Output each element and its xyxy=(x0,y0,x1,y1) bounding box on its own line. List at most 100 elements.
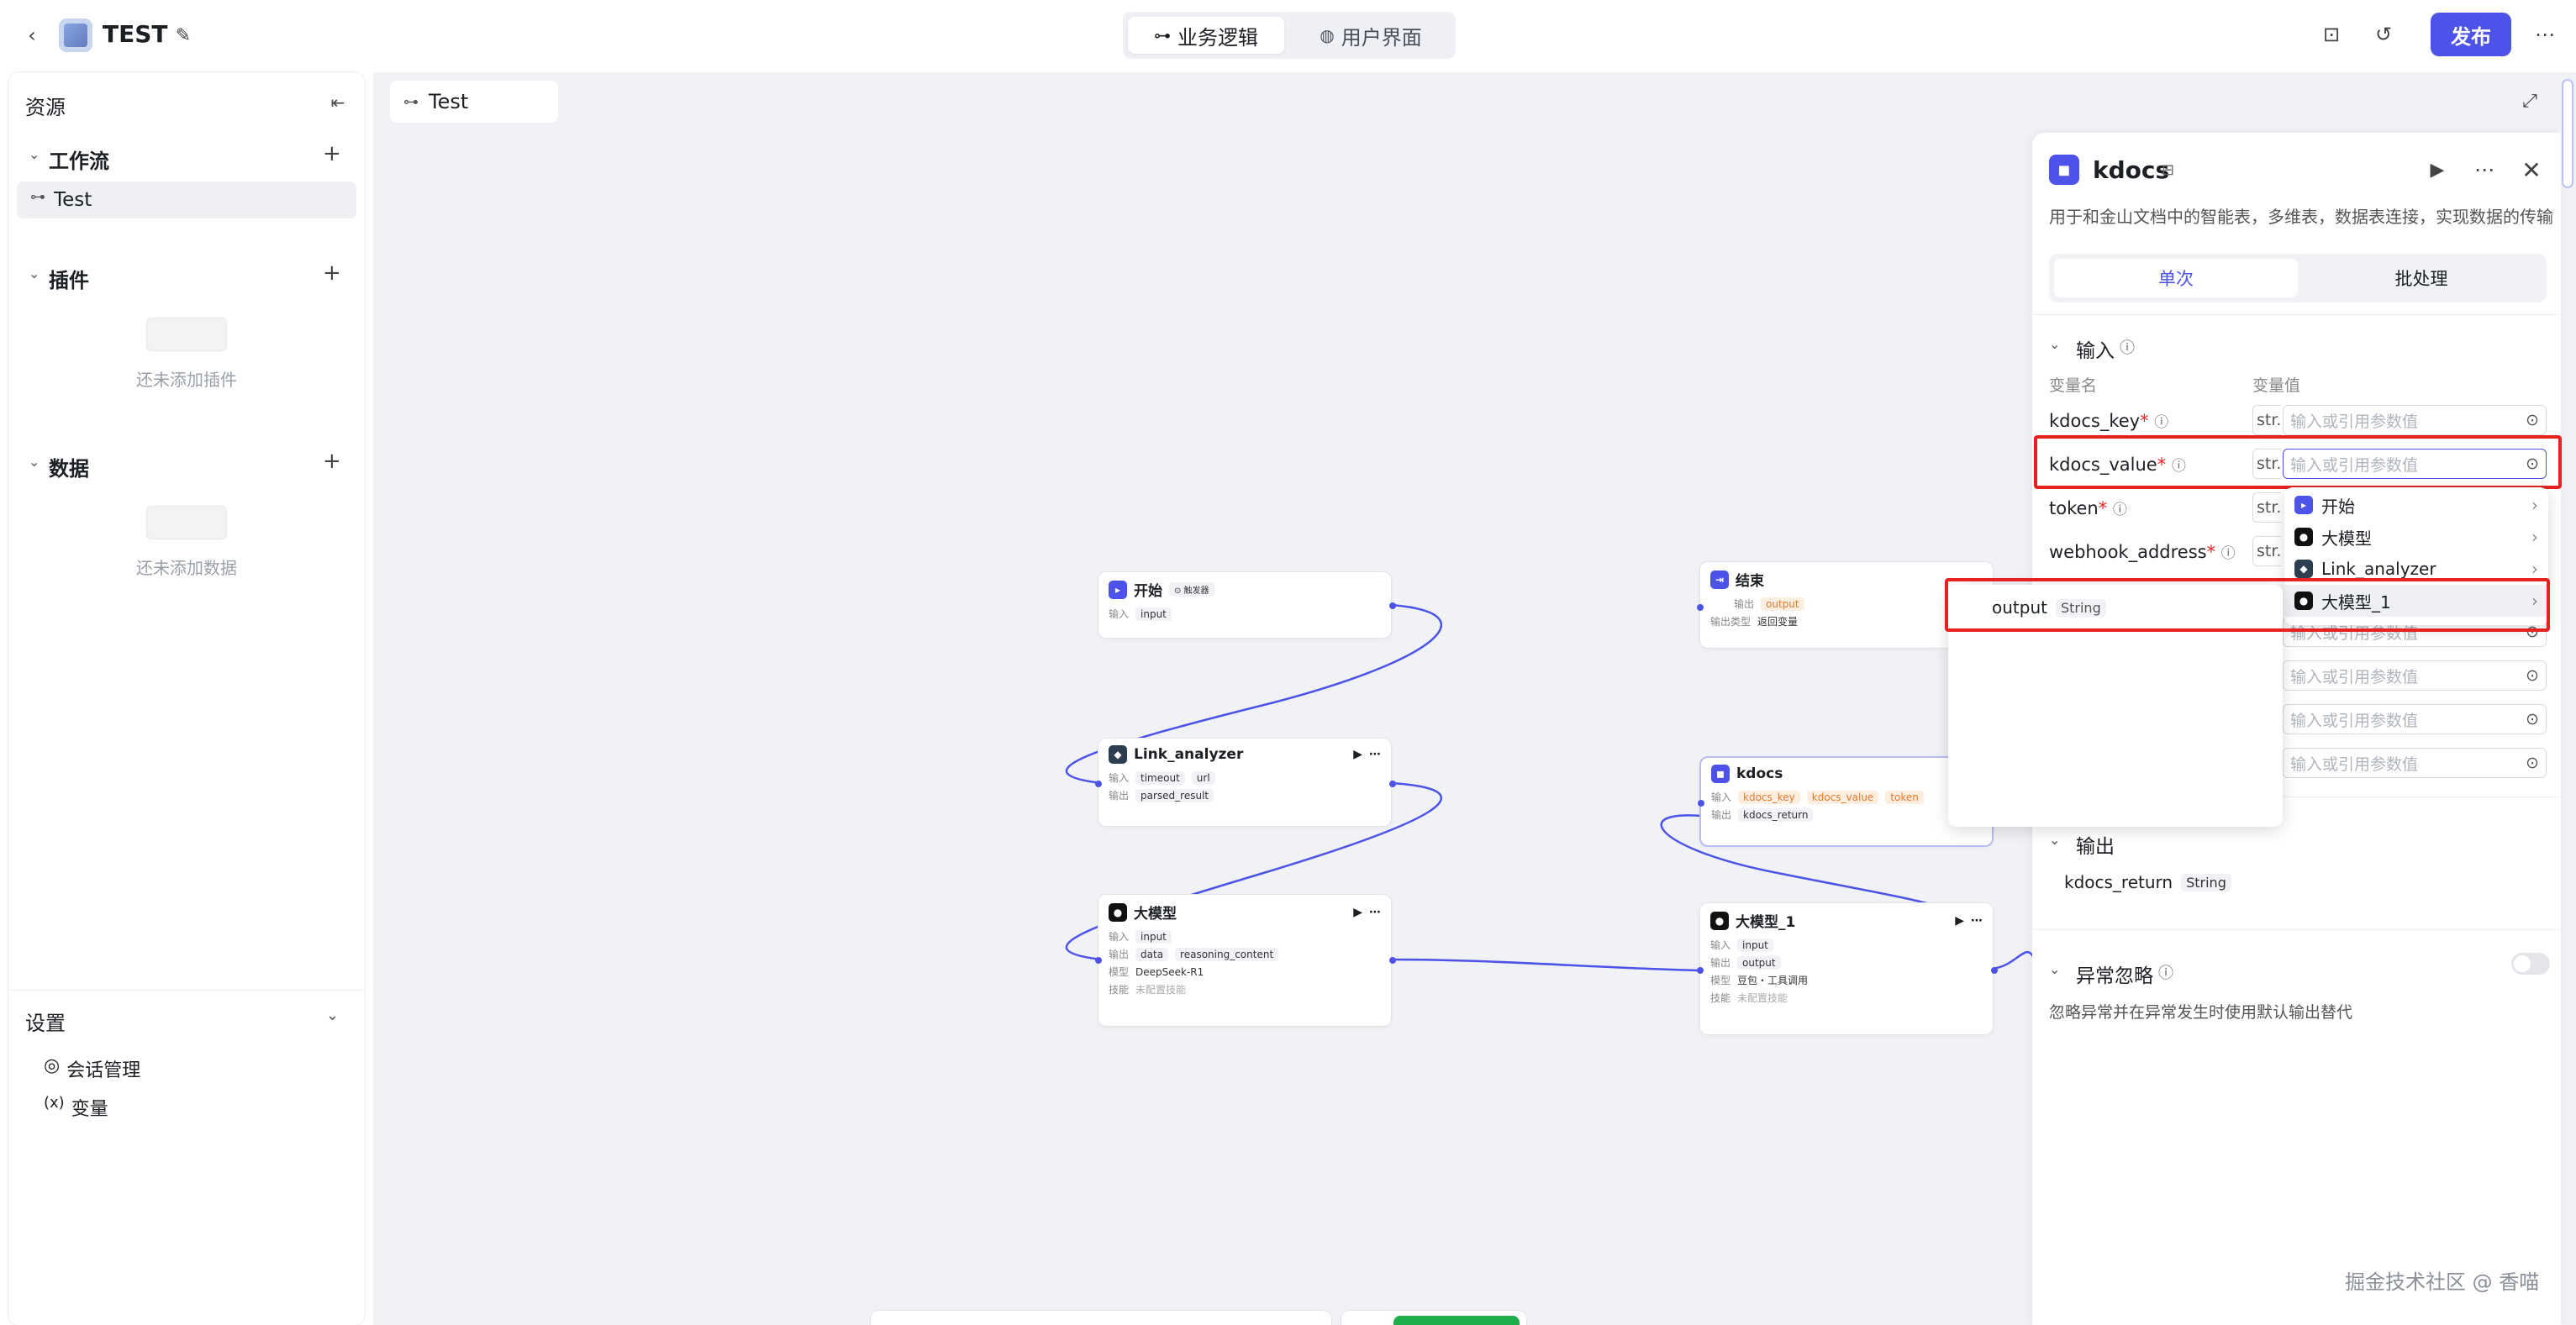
node-more-icon[interactable]: ⋯ xyxy=(1971,913,1983,928)
sidebar-item-test[interactable]: ⊶ Test xyxy=(17,181,356,218)
output-port[interactable] xyxy=(1991,967,1998,974)
close-icon[interactable]: ✕ xyxy=(2521,155,2542,184)
llm-icon: ● xyxy=(2294,528,2313,546)
scrollbar[interactable] xyxy=(2562,79,2573,188)
run-node-icon[interactable]: ▶ xyxy=(1955,913,1964,928)
input-port[interactable] xyxy=(1095,781,1102,787)
input-port[interactable] xyxy=(1698,800,1704,807)
fullscreen-icon[interactable]: ⤢ xyxy=(2522,90,2537,112)
output-port[interactable] xyxy=(1389,957,1396,964)
tab-single[interactable]: 单次 xyxy=(2054,259,2298,297)
test-run-button[interactable] xyxy=(1393,1316,1520,1325)
publish-button[interactable]: 发布 xyxy=(2431,13,2511,56)
link-analyzer-icon: ◆ xyxy=(2294,560,2313,578)
output-var-row: kdocs_return String xyxy=(2064,872,2231,892)
chevron-down-icon[interactable]: ⌄ xyxy=(2049,961,2061,977)
collapse-sidebar-icon[interactable]: ⇤ xyxy=(330,92,345,113)
more-icon[interactable]: ⋯ xyxy=(2535,23,2555,46)
sidebar-item-session[interactable]: ◎会话管理 xyxy=(44,1055,141,1081)
reference-icon[interactable]: ⊙ xyxy=(2526,754,2539,772)
chevron-down-icon[interactable]: ⌄ xyxy=(2049,832,2061,848)
tab-user-interface[interactable]: ◍ 用户界面 xyxy=(1320,25,1422,50)
back-icon[interactable]: ‹ xyxy=(28,24,36,47)
chevron-down-icon[interactable]: ⌄ xyxy=(326,1007,340,1024)
sidebar-item-variables[interactable]: (x)变量 xyxy=(44,1094,108,1120)
field-name-token: token* ⓘ xyxy=(2049,498,2127,518)
type-select[interactable]: str. xyxy=(2252,536,2281,566)
save-box-icon[interactable]: ⊡ xyxy=(2322,23,2341,46)
menu-item-start[interactable]: ▸ 开始 › xyxy=(2284,489,2548,521)
add-workflow-button[interactable]: + xyxy=(323,141,341,166)
highlight-llm1-output xyxy=(1945,578,2550,632)
chevron-down-icon[interactable]: ⌄ xyxy=(2049,336,2061,352)
add-data-button[interactable]: + xyxy=(323,449,341,474)
plugins-empty-text: 还未添加插件 xyxy=(136,370,237,390)
type-select[interactable]: str. xyxy=(2252,449,2281,479)
reference-icon[interactable]: ⊙ xyxy=(2526,666,2539,685)
input-port[interactable] xyxy=(1697,604,1704,611)
param-input[interactable]: 输入或引用参数值⊙ xyxy=(2283,748,2547,778)
test-run-bar[interactable] xyxy=(1341,1311,1526,1325)
tab-batch[interactable]: 批处理 xyxy=(2394,269,2448,289)
menu-item-link-analyzer[interactable]: ◆ Link_analyzer › xyxy=(2284,553,2548,585)
node-more-icon[interactable]: ⋯ xyxy=(1369,905,1381,919)
reference-icon[interactable]: ⊙ xyxy=(2526,710,2539,728)
type-select[interactable]: str. xyxy=(2252,405,2281,435)
chevron-down-icon[interactable]: ⌄ xyxy=(29,454,40,470)
param-input[interactable]: 输入或引用参数值⊙ xyxy=(2283,660,2547,691)
more-icon[interactable]: ⋯ xyxy=(2474,158,2494,181)
top-bar: ‹ TEST ✎ ⊶ 业务逻辑 ◍ 用户界面 ⊡ ↺ 发布 ⋯ xyxy=(0,0,2576,72)
reference-icon[interactable]: ⊙ xyxy=(2526,455,2539,473)
chevron-down-icon[interactable]: ⌄ xyxy=(29,266,40,281)
mode-switch: 单次 批处理 xyxy=(2049,254,2547,302)
divider xyxy=(2032,314,2561,315)
panel-description: 用于和金山文档中的智能表，多维表，数据表连接，实现数据的传输 xyxy=(2049,207,2553,227)
llm-icon: ● xyxy=(1710,911,1729,930)
kdocs-key-input[interactable]: 输入或引用参数值⊙ xyxy=(2283,405,2547,435)
reference-icon[interactable]: ⊙ xyxy=(2526,411,2539,429)
add-plugin-button[interactable]: + xyxy=(323,260,341,286)
node-more-icon[interactable]: ⋯ xyxy=(1369,748,1381,761)
section-workflow: 工作流 xyxy=(49,150,109,173)
tab-business-logic[interactable]: ⊶ 业务逻辑 xyxy=(1128,17,1284,54)
output-port[interactable] xyxy=(1389,602,1396,609)
run-node-icon[interactable]: ▶ xyxy=(1353,748,1362,761)
canvas-toolbar[interactable] xyxy=(871,1311,1331,1325)
variable-icon: (x) xyxy=(44,1094,65,1112)
link-analyzer-icon: ◆ xyxy=(1109,745,1127,764)
chat-icon: ◎ xyxy=(44,1055,61,1076)
input-port[interactable] xyxy=(1095,957,1102,964)
section-plugins: 插件 xyxy=(49,269,89,292)
menu-item-llm-1[interactable]: ● 大模型_1 › xyxy=(2284,585,2548,617)
canvas-tab-test[interactable]: ⊶ Test xyxy=(390,81,558,123)
reference-icon[interactable]: ⊙ xyxy=(2526,623,2539,641)
info-icon: ⓘ xyxy=(2171,458,2186,475)
type-select[interactable]: str. xyxy=(2252,492,2281,523)
info-icon[interactable]: ⓘ xyxy=(2120,339,2135,357)
menu-item-llm[interactable]: ● 大模型 › xyxy=(2284,521,2548,553)
workflow-icon: ⊶ xyxy=(403,92,419,111)
chevron-down-icon[interactable]: ⌄ xyxy=(29,146,40,162)
edit-icon[interactable]: ✎ xyxy=(175,24,192,46)
input-port[interactable] xyxy=(1697,967,1704,974)
run-node-icon[interactable]: ▶ xyxy=(1353,905,1362,919)
col-name-header: 变量名 xyxy=(2049,376,2098,395)
run-icon[interactable]: ▶ xyxy=(2430,159,2445,181)
param-input[interactable]: 输入或引用参数值⊙ xyxy=(2283,704,2547,734)
kdocs-value-input[interactable]: 输入或引用参数值⊙ xyxy=(2283,449,2547,479)
info-icon[interactable]: ⓘ xyxy=(2158,965,2173,982)
exception-toggle[interactable] xyxy=(2511,953,2550,975)
submenu-item-output[interactable]: output String xyxy=(1948,592,2283,623)
output-port[interactable] xyxy=(1389,781,1396,787)
start-icon: ▸ xyxy=(1109,580,1127,599)
palette-icon: ◍ xyxy=(1320,25,1335,45)
history-icon[interactable]: ↺ xyxy=(2374,23,2393,46)
workflow-icon: ⊶ xyxy=(30,188,45,206)
